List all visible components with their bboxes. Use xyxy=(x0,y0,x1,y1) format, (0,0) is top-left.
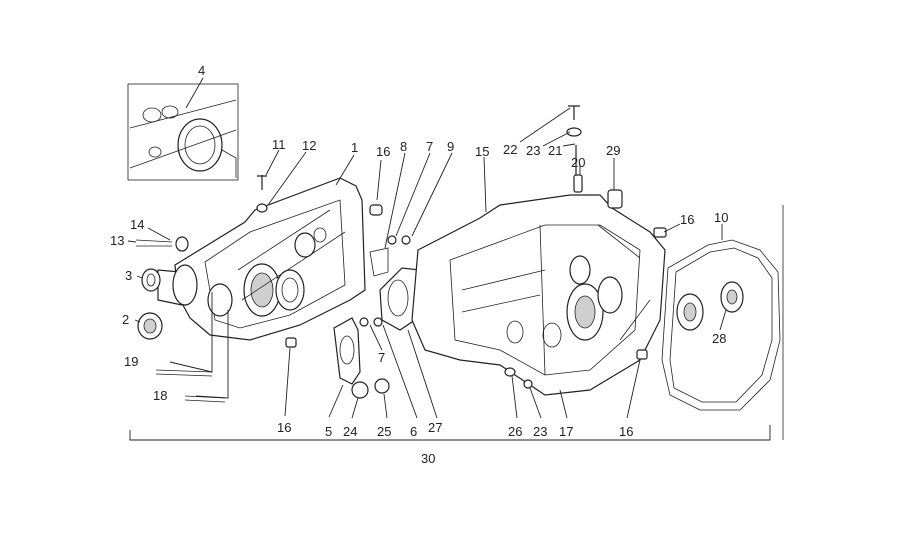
right-housing xyxy=(411,194,666,396)
callout-26: 26 xyxy=(508,424,522,439)
callout-labels: 4 11 12 1 16 8 7 9 15 22 23 21 20 29 16 … xyxy=(110,63,728,466)
end-gasket xyxy=(661,239,781,411)
callout-27: 27 xyxy=(428,420,442,435)
callout-2: 2 xyxy=(122,312,129,327)
callout-16-right: 16 xyxy=(680,212,694,227)
callout-1: 1 xyxy=(351,140,358,155)
callout-23-top: 23 xyxy=(526,143,540,158)
callout-23-bottom: 23 xyxy=(533,424,547,439)
callout-14: 14 xyxy=(130,217,144,232)
callout-4: 4 xyxy=(198,63,205,78)
callout-30: 30 xyxy=(421,451,435,466)
callout-24: 24 xyxy=(343,424,357,439)
callout-7-top: 7 xyxy=(426,139,433,154)
left-housing xyxy=(157,177,366,341)
callout-29: 29 xyxy=(606,143,620,158)
callout-19: 19 xyxy=(124,354,138,369)
callout-17: 17 xyxy=(559,424,573,439)
callout-10: 10 xyxy=(714,210,728,225)
callout-9: 9 xyxy=(447,139,454,154)
callout-11: 11 xyxy=(272,137,286,152)
inset-detail xyxy=(127,83,239,181)
callout-28: 28 xyxy=(712,331,726,346)
callout-21: 21 xyxy=(548,143,562,158)
assembly-bracket xyxy=(129,205,784,441)
small-hardware xyxy=(135,105,667,403)
callout-20: 20 xyxy=(571,155,585,170)
callout-25: 25 xyxy=(377,424,391,439)
callout-5: 5 xyxy=(325,424,332,439)
callout-22: 22 xyxy=(503,142,517,157)
leader-lines xyxy=(127,77,727,419)
callout-7-mid: 7 xyxy=(378,350,385,365)
callout-16-bottom-left: 16 xyxy=(277,420,291,435)
callout-3: 3 xyxy=(125,268,132,283)
callout-6: 6 xyxy=(410,424,417,439)
callout-13: 13 xyxy=(110,233,124,248)
callout-8: 8 xyxy=(400,139,407,154)
middle-gasket xyxy=(369,247,421,331)
cover-plate xyxy=(333,317,361,385)
callout-16-bottom-right: 16 xyxy=(619,424,633,439)
callout-12: 12 xyxy=(302,138,316,153)
bearings xyxy=(137,268,744,340)
callout-15: 15 xyxy=(475,144,489,159)
callout-18: 18 xyxy=(153,388,167,403)
callout-16-top: 16 xyxy=(376,144,390,159)
